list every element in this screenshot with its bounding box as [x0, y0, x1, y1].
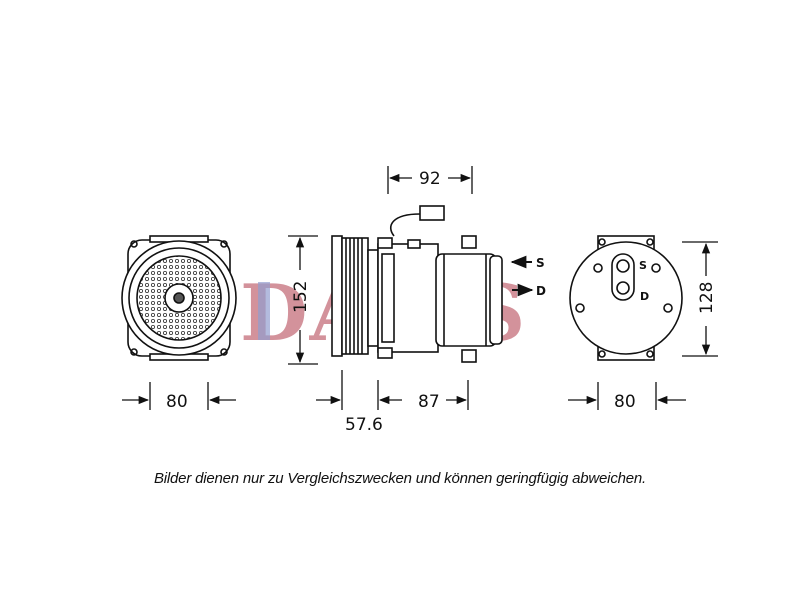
rear-width-label: 80	[614, 392, 636, 412]
disclaimer-caption: Bilder dienen nur zu Vergleichszwecken u…	[153, 470, 647, 487]
offset-dimension	[387, 166, 473, 194]
rear-discharge-label: D	[640, 290, 649, 303]
height-label: 152	[291, 281, 311, 313]
offset-label: 92	[419, 169, 441, 189]
discharge-port-label: D	[536, 284, 546, 298]
height-dimension	[288, 235, 318, 365]
rear-view-head	[569, 235, 683, 361]
rear-suction-label: S	[639, 259, 647, 272]
hub-and-body-dimension	[316, 370, 469, 410]
body-length-label: 87	[418, 392, 440, 412]
front-view-clutch	[121, 235, 237, 361]
hub-length-label: 57.6	[345, 415, 383, 435]
front-width-dimension	[122, 382, 236, 410]
rear-width-dimension	[568, 382, 686, 410]
front-width-label: 80	[166, 392, 188, 412]
suction-port-label: S	[536, 256, 545, 270]
port-arrows	[510, 255, 534, 297]
rear-height-dimension	[682, 241, 718, 357]
rear-height-label: 128	[697, 282, 717, 314]
side-view-compressor	[331, 205, 503, 363]
